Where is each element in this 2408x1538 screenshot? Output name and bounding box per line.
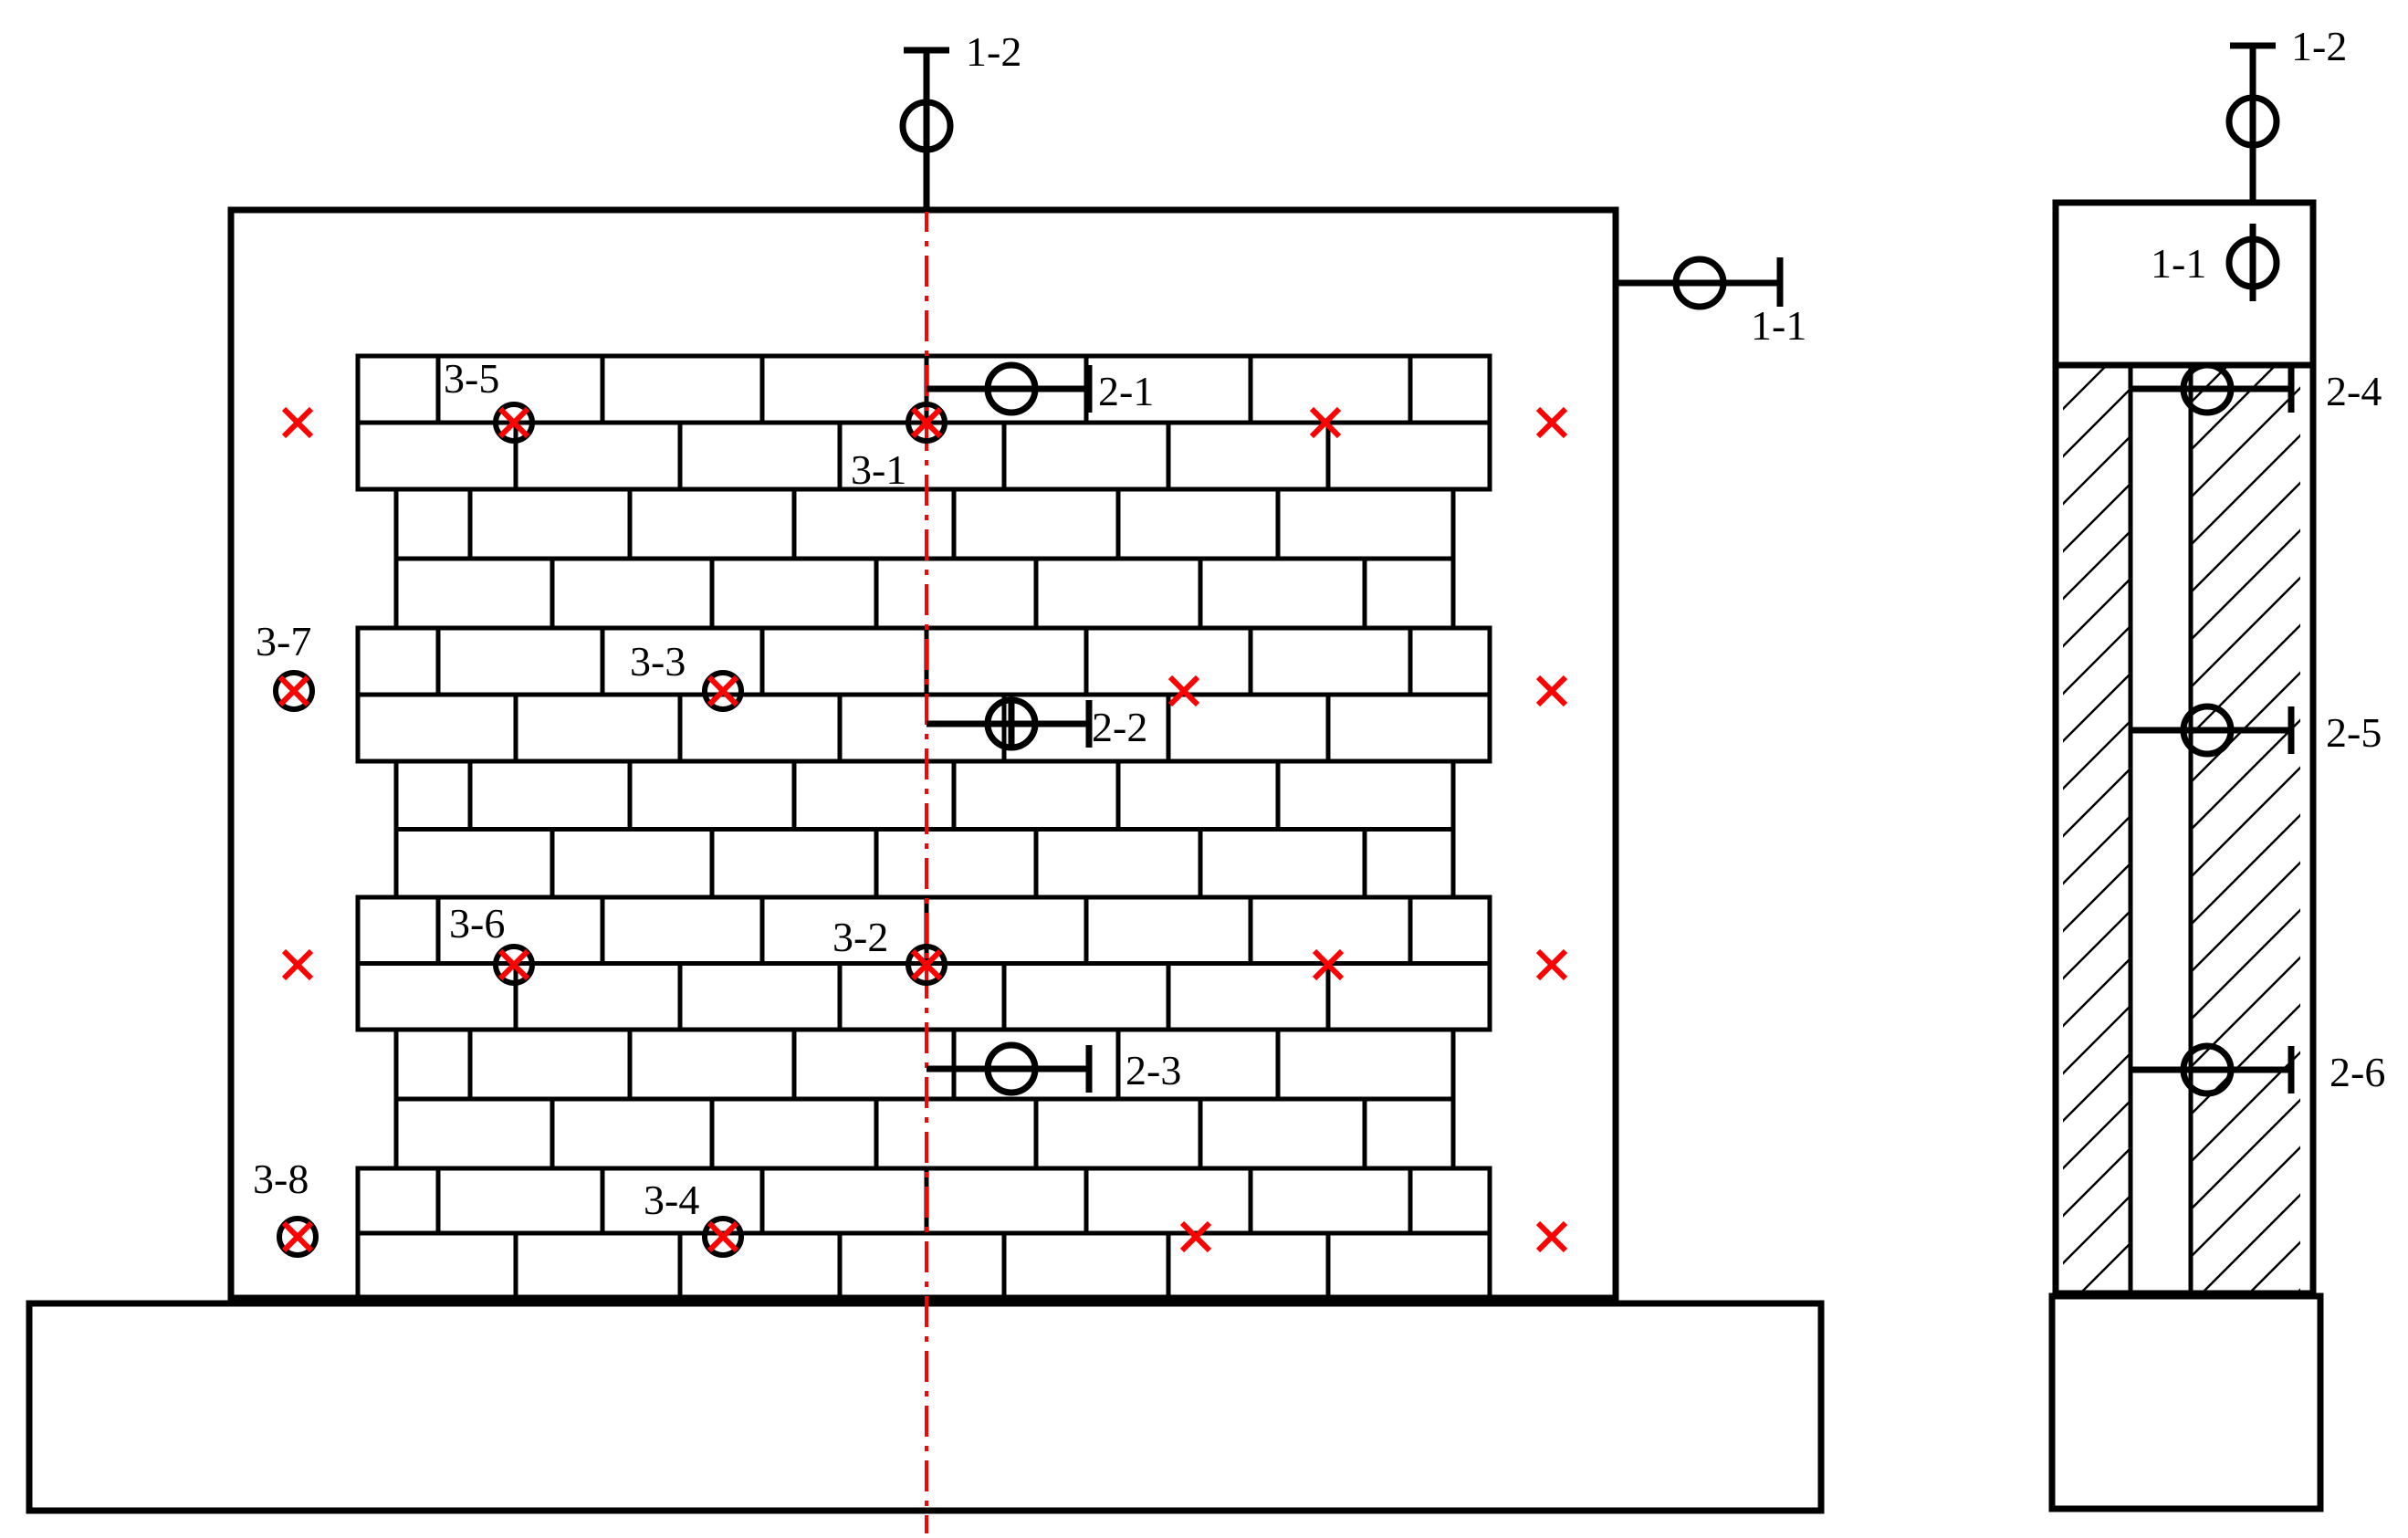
hatch-line: [2191, 386, 2300, 499]
gauge-2-5: [2131, 703, 2295, 758]
hatch-line: [2054, 232, 2145, 323]
strain-markers: [273, 402, 1568, 1258]
dial-gauge-icon: [984, 361, 1039, 416]
gauge-label-2-5: 2-5: [2326, 709, 2382, 756]
circled-cross-marker-icon: [273, 670, 315, 712]
cross-marker-icon: [277, 675, 310, 707]
cross-marker-icon: [1179, 1220, 1212, 1253]
hatch-line: [2191, 576, 2300, 689]
strain-label-3-6: 3-6: [449, 900, 505, 947]
cross-marker-icon: [707, 675, 739, 707]
gauge-label-1-2-side: 1-2: [2291, 23, 2347, 69]
gauge-2-1: [927, 361, 1093, 416]
dial-gauge-icon: [2180, 361, 2235, 416]
circled-cross-marker-icon: [493, 944, 535, 986]
gauge-label-2-6: 2-6: [2329, 1049, 2385, 1095]
dial-gauge-icon: [2180, 1042, 2235, 1097]
hatch-line: [2054, 279, 2145, 371]
gauge-2-6: [2131, 1042, 2295, 1097]
strain-label-3-5: 3-5: [444, 355, 499, 402]
dial-gauge-icon: [899, 99, 954, 153]
cross-marker-icon: [281, 948, 314, 981]
gauge-label-2-1: 2-1: [1098, 368, 1154, 414]
circled-cross-marker-icon: [906, 402, 947, 444]
gauge-1-2-side: [2225, 42, 2280, 203]
strain-label-3-2: 3-2: [832, 914, 888, 960]
hatch-line: [2191, 528, 2300, 642]
hatch-line: [2186, 1371, 2314, 1499]
cross-marker-icon: [1309, 406, 1342, 439]
gauge-2-3: [927, 1041, 1093, 1096]
gauge-2-2: [927, 696, 1093, 751]
circled-cross-marker-icon: [702, 670, 744, 712]
gauge-label-2-3: 2-3: [1125, 1047, 1181, 1093]
hatch-line: [2191, 481, 2300, 594]
gauge-label-1-1-side: 1-1: [2151, 240, 2206, 287]
hatch-line: [2191, 1003, 2300, 1116]
hatch-line: [2191, 766, 2300, 879]
hatch-line: [2191, 1051, 2300, 1164]
cross-marker-icon: [707, 1220, 739, 1253]
strain-label-3-8: 3-8: [253, 1156, 309, 1202]
cross-marker-icon: [1535, 948, 1568, 981]
hatch-line: [2250, 1240, 2300, 1291]
gauge-1-1-front: [1616, 256, 1784, 310]
gauge-1-1-side: [2225, 224, 2280, 301]
circled-cross-marker-icon: [702, 1216, 744, 1258]
cross-marker-icon: [281, 406, 314, 439]
cross-marker-icon: [281, 1220, 314, 1253]
hatch-line: [2054, 1371, 2145, 1462]
gauge-1-2-front: [899, 47, 954, 212]
circled-cross-marker-icon: [277, 1216, 319, 1258]
hatch-line: [2054, 1324, 2145, 1415]
cross-marker-icon: [910, 406, 943, 439]
hatch-line: [2186, 1418, 2314, 1533]
hatch-line: [2191, 434, 2300, 547]
circled-cross-marker-icon: [493, 402, 535, 444]
gauge-label-1-1-front: 1-1: [1751, 302, 1806, 349]
cross-marker-icon: [1535, 675, 1568, 707]
hatch-line: [2191, 861, 2300, 974]
hatch-line: [2054, 184, 2145, 276]
strain-label-3-1: 3-1: [851, 446, 906, 493]
hatch-line: [2063, 367, 2107, 411]
hatch-line: [2191, 908, 2300, 1021]
gauge-label-2-4: 2-4: [2326, 368, 2382, 414]
hatch-line: [2191, 718, 2300, 832]
cross-marker-icon: [1535, 406, 1568, 439]
dial-gauge-icon: [1672, 256, 1727, 310]
hatch-line: [2191, 813, 2300, 926]
cross-marker-icon: [910, 948, 943, 981]
cross-marker-icon: [1167, 675, 1200, 707]
cross-marker-icon: [497, 406, 530, 439]
hatch-line: [2186, 1324, 2314, 1451]
hatch-line: [2191, 671, 2300, 784]
gauge-2-4: [2131, 361, 2295, 416]
hatch-line: [2191, 1098, 2300, 1211]
dial-gauge-icon: [2180, 703, 2235, 758]
side-view: [2048, 199, 2324, 1512]
strain-label-3-7: 3-7: [256, 618, 311, 664]
cross-marker-icon: [497, 948, 530, 981]
strain-label-3-4: 3-4: [644, 1177, 699, 1223]
cross-marker-icon: [1312, 948, 1345, 981]
strain-label-3-3: 3-3: [630, 638, 686, 685]
hatch-line: [2191, 1146, 2300, 1259]
hatch-line: [2191, 623, 2300, 737]
dial-gauge-icon: [984, 1041, 1039, 1096]
circled-cross-marker-icon: [906, 944, 947, 986]
hatch-line: [2203, 1193, 2300, 1291]
gauge-label-1-2-front: 1-2: [966, 28, 1021, 75]
masonry-wall: [355, 353, 1492, 1301]
side-base: [2048, 1292, 2324, 1512]
gauge-label-2-2: 2-2: [1092, 704, 1147, 750]
cross-marker-icon: [1535, 1220, 1568, 1253]
hatch-line: [2191, 956, 2300, 1069]
hatch-line: [2054, 1418, 2145, 1510]
dial-gauge-icon: [2225, 94, 2280, 149]
